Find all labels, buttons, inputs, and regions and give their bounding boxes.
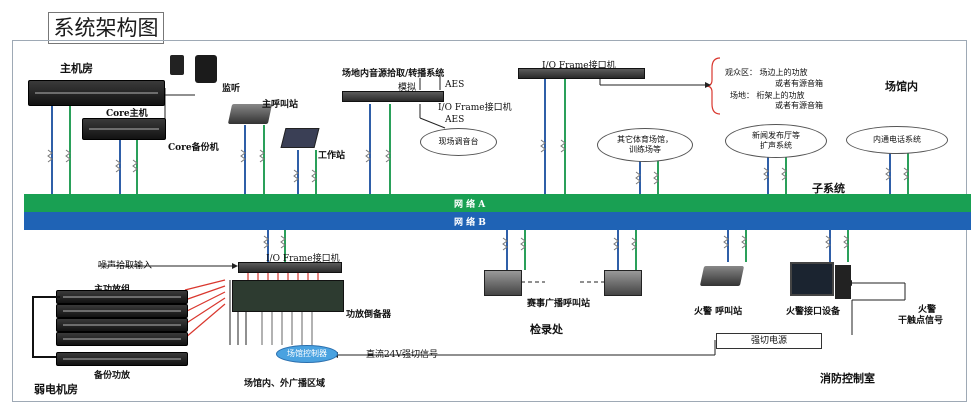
press-line-1: 新闻发布厅等 bbox=[752, 131, 800, 140]
core-host-rack-icon bbox=[28, 80, 165, 106]
backup-amp-label: 备份功放 bbox=[94, 371, 131, 381]
fire-interface-tower-icon bbox=[835, 265, 851, 299]
intercom-label: 内通电话系统 bbox=[873, 135, 921, 144]
other-venues-line-1: 其它体育场馆， bbox=[617, 135, 673, 144]
dc-signal-label: 直流24V强切信号 bbox=[366, 350, 438, 360]
monitor-speaker-icon bbox=[195, 55, 217, 83]
io-frame-3-label: I/O Frame接口机 bbox=[266, 254, 340, 264]
paging-station-label: 主呼叫站 bbox=[262, 100, 299, 110]
noise-input-label: 噪声拾取输入 bbox=[98, 261, 153, 271]
backup-amp-rack-icon bbox=[56, 352, 188, 366]
amp-rack-2-icon bbox=[56, 304, 188, 318]
core-backup-label: Core备份机 bbox=[168, 143, 219, 153]
forced-power-box: 强切电源 bbox=[716, 333, 822, 349]
main-room-label: 主机房 bbox=[60, 62, 93, 75]
press-line-2: 扩声系统 bbox=[760, 141, 792, 150]
amp-rack-4-icon bbox=[56, 332, 188, 346]
forced-power-label: 强切电源 bbox=[750, 336, 787, 346]
io-frame-1-label: I/O Frame接口机 bbox=[438, 103, 512, 113]
subsystem-label: 子系统 bbox=[812, 182, 845, 195]
fire-alarm-line-1: 火警 bbox=[918, 305, 937, 315]
fire-paging-label: 火警 呼叫站 bbox=[694, 307, 743, 317]
zone-control-cloud: 场馆控制器 bbox=[276, 345, 338, 363]
venue-line-2: 或者有源音箱 bbox=[775, 101, 823, 110]
zone-control-label: 场馆控制器 bbox=[287, 349, 327, 358]
spectator-line-2: 或者有源音箱 bbox=[775, 79, 823, 88]
io-frame-3-icon bbox=[238, 262, 342, 273]
fire-alarm-line-2: 干触点信号 bbox=[898, 316, 944, 326]
spectator-line-1: 观众区： 场边上的功放 bbox=[725, 68, 808, 77]
io-frame-1-icon bbox=[342, 91, 444, 102]
inspection-label: 检录处 bbox=[530, 323, 563, 336]
live-mixer-label: 现场调音台 bbox=[438, 137, 479, 146]
aes-label-1: AES bbox=[445, 80, 465, 90]
amp-switcher-label: 功放倒备器 bbox=[346, 310, 392, 320]
core-host-label: Core主机 bbox=[106, 109, 148, 119]
weak-room-label: 弱电机房 bbox=[34, 383, 78, 396]
in-venue-label: 场馆内 bbox=[885, 80, 918, 93]
io-frame-2-label: I/O Frame接口机 bbox=[542, 61, 616, 71]
analog-label: 模拟 bbox=[398, 83, 417, 93]
monitor-label: 监听 bbox=[222, 84, 241, 94]
event-paging-label: 赛事广播呼叫站 bbox=[527, 299, 591, 309]
workstation-label: 工作站 bbox=[318, 151, 346, 161]
amp-group-bracket bbox=[32, 296, 60, 358]
core-backup-rack-icon bbox=[82, 118, 166, 140]
aes-label-2: AES bbox=[445, 115, 465, 125]
speaker-icon bbox=[170, 55, 184, 75]
event-paging-left-icon bbox=[484, 270, 522, 296]
fire-interface-label: 火警接口设备 bbox=[786, 307, 841, 317]
network-b-label: 网 络 B bbox=[454, 218, 486, 228]
amp-rack-3-icon bbox=[56, 318, 188, 332]
laptop-icon bbox=[280, 128, 320, 148]
event-paging-right-icon bbox=[604, 270, 642, 296]
fire-room-label: 消防控制室 bbox=[820, 372, 875, 385]
intercom-cloud: 内通电话系统 bbox=[846, 126, 948, 154]
network-a-bar: 网 络 A bbox=[24, 194, 971, 212]
zone-area-label: 场馆内、外广播区域 bbox=[244, 379, 326, 389]
io-frame-2-icon bbox=[518, 68, 645, 79]
other-venues-cloud: 其它体育场馆，训练场等 bbox=[597, 128, 693, 162]
page-title: 系统架构图 bbox=[48, 12, 164, 44]
press-room-cloud: 新闻发布厅等扩声系统 bbox=[725, 124, 827, 158]
venue-line-1: 场地： 桁架上的功放 bbox=[730, 91, 805, 100]
venue-source-label: 场地内音源拾取/转播系统 bbox=[342, 69, 445, 79]
amp-switcher-icon bbox=[232, 280, 344, 312]
live-mixer-cloud: 现场调音台 bbox=[420, 128, 497, 156]
amp-rack-1-icon bbox=[56, 290, 188, 304]
network-b-bar: 网 络 B bbox=[24, 212, 971, 230]
network-a-label: 网 络 A bbox=[454, 200, 486, 210]
fire-paging-icon bbox=[699, 266, 745, 286]
other-venues-line-2: 训练场等 bbox=[629, 145, 661, 154]
fire-interface-monitor-icon bbox=[790, 262, 834, 296]
